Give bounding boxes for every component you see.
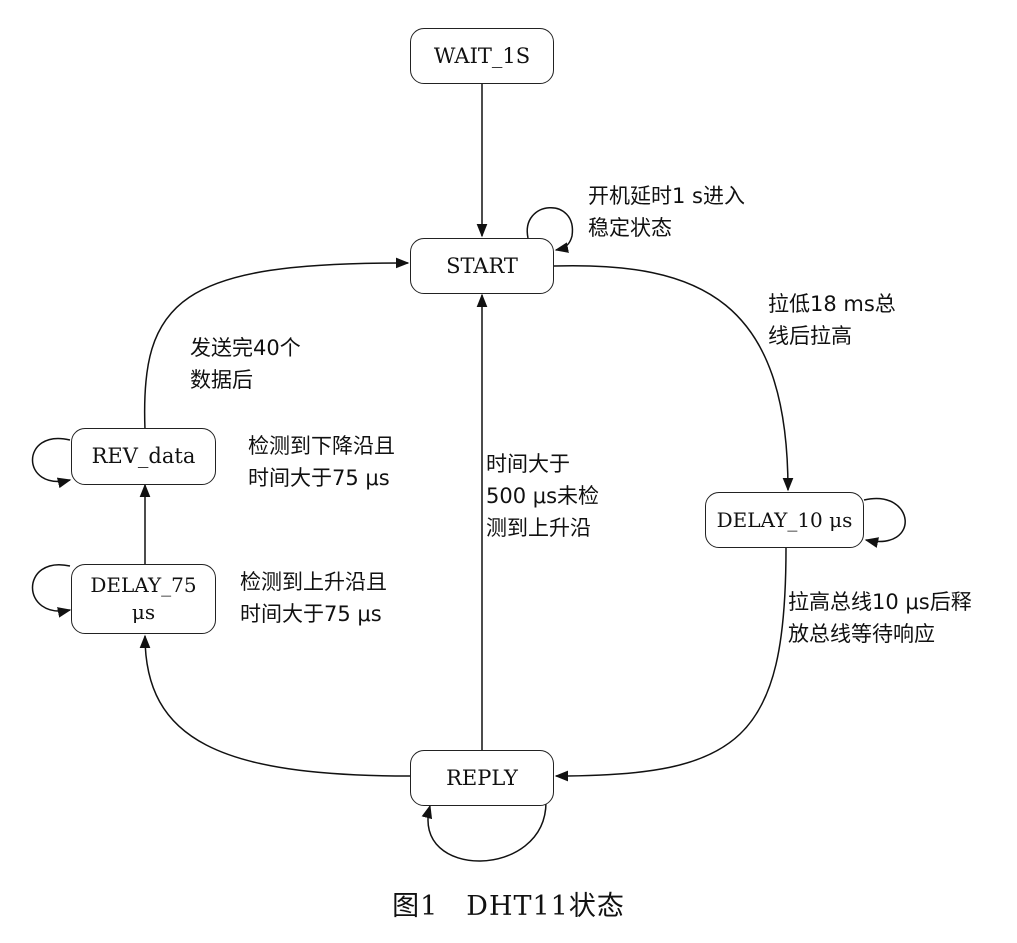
label-rev-to-start: 发送完40个 数据后 [190, 336, 301, 392]
arrow-delay10-self-loop [863, 497, 906, 548]
figure-caption: 图1 DHT11状态 [392, 891, 625, 922]
arrow-delay75-self-loop [31, 563, 72, 618]
arrow-reply-self-loop [421, 801, 547, 862]
arrow-reply-to-delay75 [139, 634, 411, 777]
state-delay-75: DELAY_75 μs [71, 564, 216, 634]
arrow-delay10-to-reply [554, 547, 787, 782]
state-reply: REPLY [410, 750, 554, 806]
arrow-start-self-loop [526, 207, 573, 253]
label-start-self: 开机延时1 s进入 稳定状态 [588, 184, 745, 240]
label-reply-to-start: 时间大于 500 μs未检 测到上升沿 [486, 452, 600, 540]
state-start: START [410, 238, 554, 294]
label-delay75-to-rev: 检测到上升沿且 时间大于75 μs [240, 570, 387, 626]
label-delay10-to-reply: 拉高总线10 μs后释 放总线等待响应 [788, 590, 972, 646]
state-wait-1s: WAIT_1S [410, 28, 554, 84]
state-rev-data: REV_data [71, 428, 216, 485]
arrow-rev-to-start [143, 257, 410, 431]
label-start-to-delay10: 拉低18 ms总 线后拉高 [768, 292, 896, 348]
state-delay-10: DELAY_10 μs [705, 492, 864, 548]
arrow-start-to-delay10 [553, 264, 794, 492]
label-rev-self: 检测到下降沿且 时间大于75 μs [248, 434, 395, 490]
arrow-rev-self-loop [31, 437, 72, 489]
